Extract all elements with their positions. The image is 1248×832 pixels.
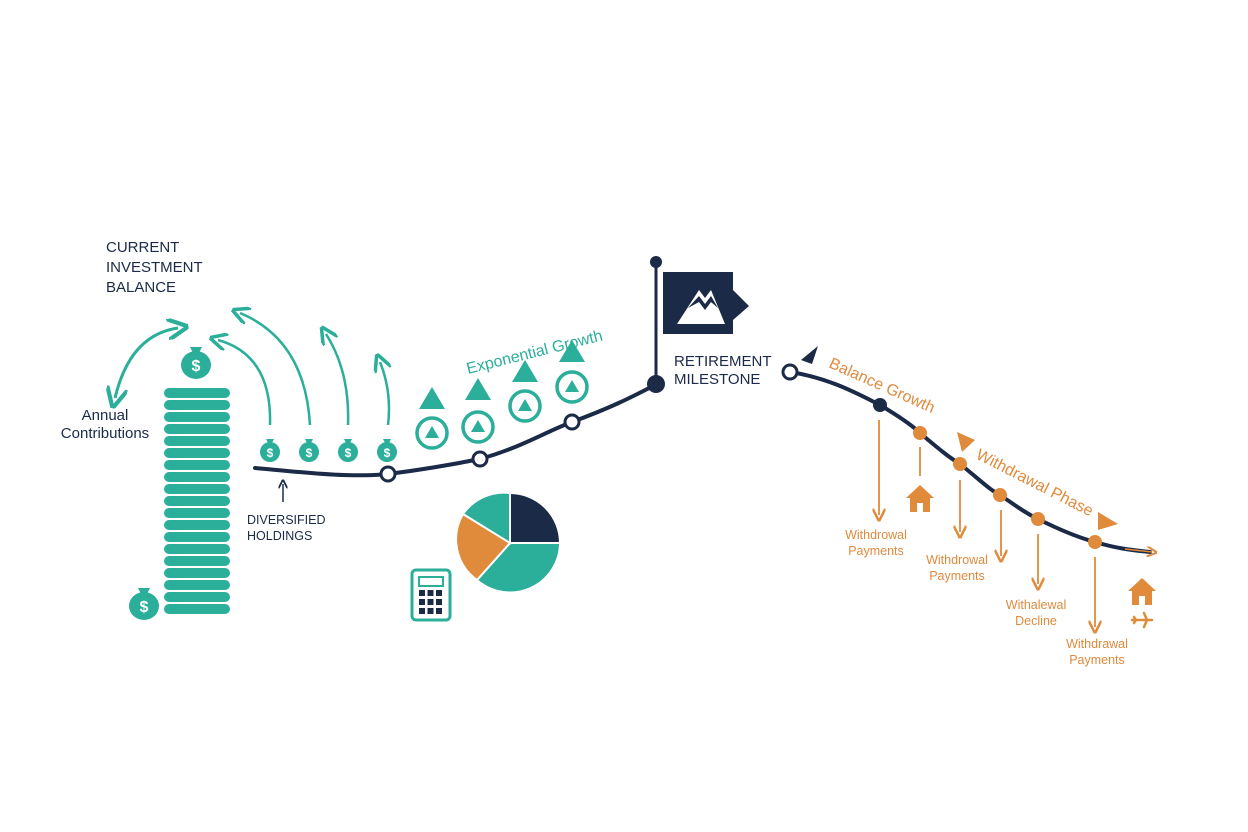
withdrawal-label-3b: Decline — [1015, 614, 1057, 628]
bag-arrow — [380, 362, 389, 426]
coin — [164, 388, 230, 398]
money-bag-icon: $ — [129, 588, 159, 620]
bag-dollar-sign: $ — [384, 446, 391, 460]
money-bag-icon: $ — [377, 439, 397, 462]
coin-stack — [164, 388, 230, 614]
coin — [164, 448, 230, 458]
coin — [164, 568, 230, 578]
orange-triangle — [957, 432, 975, 452]
airplane-icon — [1130, 611, 1154, 629]
money-bag-icon: $ — [260, 439, 280, 462]
bag-arrow — [240, 313, 312, 426]
money-bag-icon: $ — [299, 439, 319, 462]
withdrawal-label-1b: Payments — [848, 544, 904, 558]
path-node — [953, 457, 967, 471]
coin — [164, 520, 230, 530]
bag-arrow — [326, 334, 350, 426]
holdings-line-2: HOLDINGS — [247, 529, 312, 543]
coin — [164, 604, 230, 614]
bag-dollar-sign: $ — [192, 358, 201, 375]
coin — [164, 532, 230, 542]
growth-ring-triangle — [425, 426, 439, 438]
growth-ring-triangle — [518, 399, 532, 411]
coin — [164, 400, 230, 410]
calculator-key — [419, 599, 425, 605]
withdrawal-label-2a: Withdrowal — [926, 553, 988, 567]
path-node — [379, 465, 397, 483]
path-node — [993, 488, 1007, 502]
withdrawal-label-4b: Payments — [1069, 653, 1125, 667]
orange-triangle — [1098, 512, 1118, 530]
growth-ring-triangle — [471, 420, 485, 432]
calculator-icon — [410, 568, 452, 622]
bag-dollar-sign: $ — [140, 599, 149, 616]
contributions-line-2: Contributions — [61, 425, 149, 442]
growth-ring-triangle — [565, 380, 579, 392]
bag-arrow — [218, 340, 272, 426]
decline-path — [788, 370, 1152, 554]
bag-dollar-sign: $ — [345, 446, 352, 460]
calculator-key — [436, 608, 442, 614]
calculator-key — [427, 590, 434, 596]
withdrawal-label-3a: Withalewal — [1006, 598, 1066, 612]
growth-path — [253, 383, 657, 478]
withdrawal-label-1a: Withdrowal — [845, 528, 907, 542]
title-line-1: CURRENT — [106, 239, 179, 256]
coin — [164, 460, 230, 470]
withdrawal-label-4a: Withdrawal — [1066, 637, 1128, 651]
money-bag-icon: $ — [181, 347, 211, 379]
calculator-key — [436, 599, 442, 605]
pie-chart-icon — [455, 491, 562, 594]
mountain-flag-icon — [650, 256, 749, 384]
calculator-key — [436, 590, 442, 596]
growth-triangle — [465, 378, 491, 400]
navy-triangle — [801, 346, 818, 364]
decline-start-node — [781, 363, 799, 381]
title-line-3: BALANCE — [106, 279, 176, 296]
milestone-line-2: MILESTONE — [674, 371, 760, 388]
bag-dollar-sign: $ — [267, 446, 274, 460]
coin — [164, 592, 230, 602]
title-line-2: INVESTMENT — [106, 259, 203, 276]
decline-end-arrow — [1124, 549, 1152, 552]
bag-dollar-sign: $ — [306, 446, 313, 460]
house-icon — [906, 485, 934, 512]
calculator-key — [419, 608, 425, 614]
coin — [164, 496, 230, 506]
coin — [164, 436, 230, 446]
coin — [164, 556, 230, 566]
coin — [164, 412, 230, 422]
path-node — [913, 426, 927, 440]
path-node — [1088, 535, 1102, 549]
path-node — [873, 398, 887, 412]
path-node — [563, 413, 581, 431]
withdrawal-label-2b: Payments — [929, 569, 985, 583]
coin — [164, 544, 230, 554]
contribution-arrow — [115, 328, 178, 398]
small-money-bags: $ $ $ $ — [260, 439, 397, 462]
coin — [164, 424, 230, 434]
growth-triangle — [419, 387, 445, 409]
money-bag-icon: $ — [338, 439, 358, 462]
house-icon — [1128, 578, 1156, 605]
holdings-line-1: DIVERSIFIED — [247, 513, 326, 527]
milestone-line-1: RETIREMENT — [674, 353, 772, 370]
withdrawal-phase-label: Withdrawal Phase — [973, 446, 1096, 520]
calculator-key — [427, 599, 434, 605]
coin — [164, 508, 230, 518]
coin — [164, 484, 230, 494]
exponential-growth-label: Exponential Growth — [465, 328, 605, 378]
coin — [164, 472, 230, 482]
growth-triangle — [559, 340, 585, 362]
calculator-key — [419, 590, 425, 596]
coin — [164, 580, 230, 590]
path-node — [1031, 512, 1045, 526]
calculator-key — [427, 608, 434, 614]
growth-markers — [415, 340, 589, 450]
path-node — [471, 450, 489, 468]
contributions-line-1: Annual — [82, 407, 129, 424]
growth-triangle — [512, 360, 538, 382]
